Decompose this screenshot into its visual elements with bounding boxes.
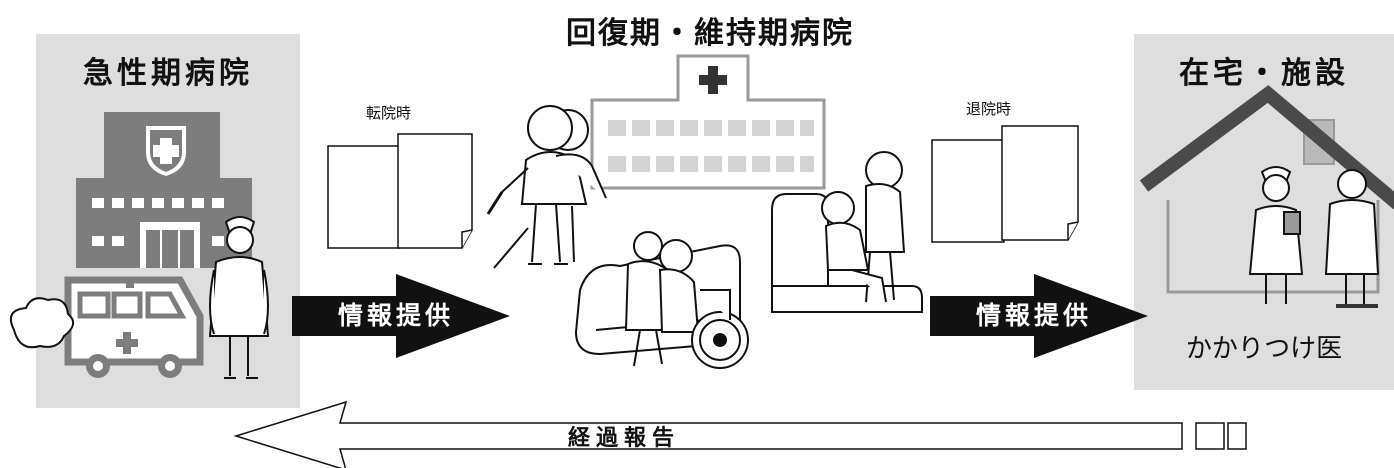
recovery-hospital-building xyxy=(590,54,826,190)
acute-hospital-building xyxy=(76,112,252,268)
rehab-walking-figures xyxy=(486,105,607,269)
recovery-hospital-title: 回復期・維持期病院 xyxy=(566,16,854,51)
progress-report-arrow: 経過報告 xyxy=(233,400,1247,468)
wheelchair-scene xyxy=(574,231,749,369)
info-arrow-right: 情報提供 xyxy=(930,274,1148,358)
discharge-doc-label: 退院時 xyxy=(966,100,1012,118)
transfer-doc-label: 転院時 xyxy=(366,104,412,122)
svg-text:経過報告: 経過報告 xyxy=(568,425,680,451)
info-arrow-left: 情報提供 xyxy=(292,274,510,358)
exhaust-cloud xyxy=(10,297,75,349)
bed-care-scene xyxy=(771,151,923,313)
home-house xyxy=(1139,85,1394,294)
acute-hospital-title: 急性期病院 xyxy=(83,56,253,91)
discharge-documents xyxy=(931,125,1079,243)
family-doctor-caption: かかりつけ医 xyxy=(1185,334,1343,364)
svg-text:情報提供: 情報提供 xyxy=(338,301,454,330)
transfer-documents xyxy=(327,133,473,249)
home-care-staff xyxy=(1248,166,1380,308)
home-facility-title: 在宅・施設 xyxy=(1179,56,1349,91)
nurse-figure xyxy=(208,216,270,379)
svg-text:情報提供: 情報提供 xyxy=(976,301,1092,330)
ambulance xyxy=(64,276,204,378)
